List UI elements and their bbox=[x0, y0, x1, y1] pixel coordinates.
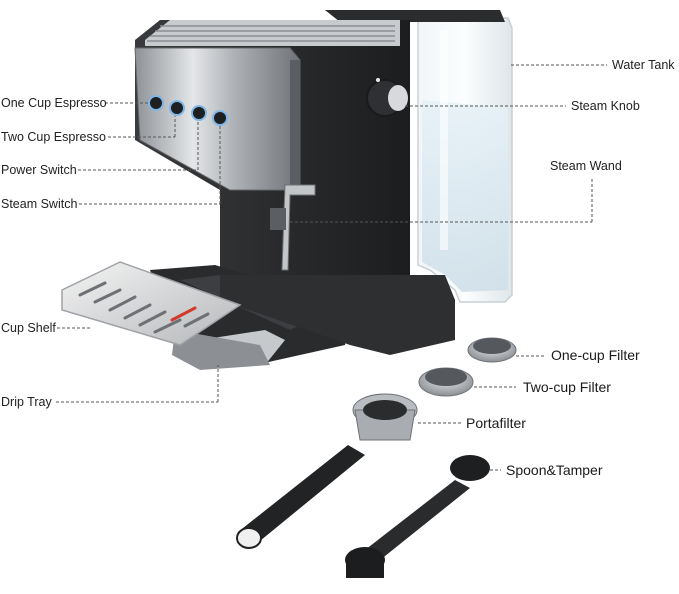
label-steam-knob: Steam Knob bbox=[571, 99, 640, 113]
label-spoon-tamper: Spoon&Tamper bbox=[506, 462, 603, 478]
label-steam-switch: Steam Switch bbox=[1, 197, 78, 211]
label-portafilter: Portafilter bbox=[466, 415, 526, 431]
portafilter bbox=[236, 393, 418, 549]
steam-knob bbox=[366, 78, 408, 117]
control-buttons bbox=[148, 95, 228, 126]
top-grille bbox=[145, 20, 400, 46]
label-drip-tray: Drip Tray bbox=[1, 395, 52, 409]
label-two-cup-espresso: Two Cup Espresso bbox=[1, 130, 106, 144]
label-one-cup-filter: One-cup Filter bbox=[551, 347, 640, 363]
label-power-switch: Power Switch bbox=[1, 163, 77, 177]
label-cup-shelf: Cup Shelf bbox=[1, 321, 56, 335]
label-steam-wand: Steam Wand bbox=[550, 159, 622, 173]
steam-wand bbox=[270, 184, 316, 271]
water-tank bbox=[325, 10, 513, 303]
label-one-cup-espresso: One Cup Espresso bbox=[1, 96, 107, 110]
cup-shelf bbox=[61, 261, 242, 346]
two-cup-filter bbox=[418, 367, 474, 397]
one-cup-filter bbox=[467, 337, 517, 363]
machine-body bbox=[134, 20, 410, 300]
label-water-tank: Water Tank bbox=[612, 58, 675, 72]
machine-base bbox=[220, 275, 455, 355]
label-two-cup-filter: Two-cup Filter bbox=[523, 379, 611, 395]
leader-lines bbox=[56, 64, 607, 471]
spoon-tamper bbox=[345, 455, 490, 578]
